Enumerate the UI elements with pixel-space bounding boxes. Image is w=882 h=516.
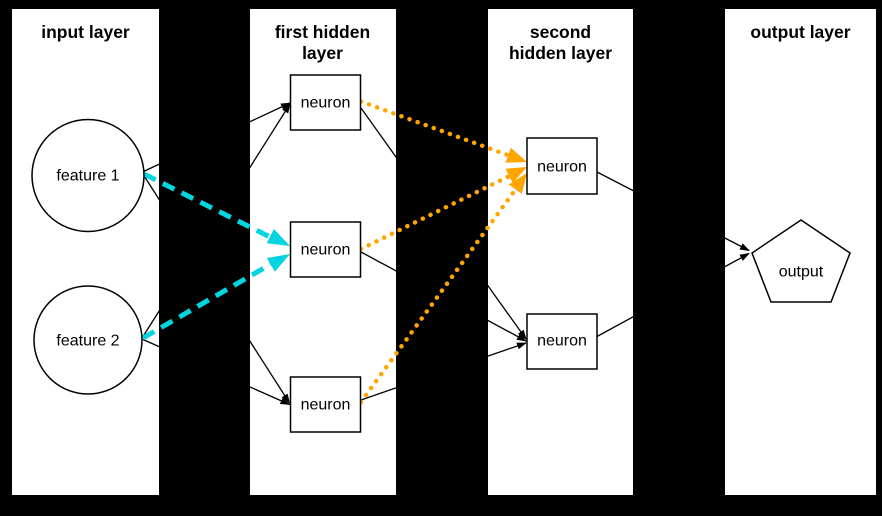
cyan-arrowhead-upper [266, 229, 290, 246]
node-feature1 [31, 118, 145, 233]
second-hidden-layer-title-line1: second [530, 22, 591, 42]
second-hidden-layer-title-line2: hidden layer [509, 43, 612, 63]
node-hidden1-top [289, 74, 362, 131]
edge-feature1-to-hidden1-top [143, 102, 291, 173]
edge-cyan-feature1-to-hidden1-middle [142, 171, 272, 240]
edge-orange-hidden1-top-to-hidden2-top [358, 99, 512, 158]
edge-orange-hidden1-bottom-to-hidden2-top [358, 187, 518, 405]
second-hidden-layer-panel [488, 9, 633, 495]
node-output-pentagon [751, 219, 851, 303]
edge-hidden1-middle-to-hidden2-bottom [360, 251, 527, 342]
cyan-arrowhead-lower [266, 254, 290, 272]
edge-orange-hidden1-middle-to-hidden2-top [358, 173, 512, 252]
node-hidden2-bottom [526, 313, 598, 370]
node-hidden2-bottom-label: neuron [537, 333, 587, 350]
output-layer-title: output layer [750, 22, 850, 42]
first-hidden-layer-title-line2: layer [302, 43, 343, 63]
orange-arrowhead-upper [505, 147, 527, 163]
edge-cyan-feature2-to-hidden1-middle [141, 261, 273, 341]
node-output-label: output [779, 264, 824, 281]
node-hidden1-middle-label: neuron [301, 242, 351, 259]
edge-hidden2-top-to-output [596, 171, 750, 252]
node-hidden1-bottom-label: neuron [301, 397, 351, 414]
edge-hidden1-top-to-hidden2-bottom [360, 107, 527, 340]
node-feature2 [33, 285, 143, 395]
node-feature2-label: feature 2 [56, 333, 119, 350]
node-hidden1-middle-highlighted [289, 221, 362, 278]
node-hidden1-top-label: neuron [301, 95, 351, 112]
edge-feature2-to-hidden1-top [142, 103, 291, 337]
node-hidden2-top-label: neuron [537, 159, 587, 176]
edge-feature2-to-hidden1-bottom [142, 338, 291, 406]
node-feature1-label: feature 1 [56, 168, 119, 185]
node-hidden2-top-highlighted [526, 137, 598, 195]
node-hidden1-bottom [289, 376, 362, 433]
orange-arrowhead-lower [508, 173, 527, 194]
edge-feature1-to-hidden1-bottom [142, 174, 291, 404]
edge-hidden1-bottom-to-hidden2-bottom [360, 342, 527, 401]
edge-hidden2-bottom-to-output [596, 252, 750, 338]
first-hidden-layer-title-line1: first hidden [275, 22, 370, 42]
input-layer-title: input layer [41, 22, 130, 42]
input-layer-panel [12, 9, 159, 495]
orange-arrowhead-middle [505, 167, 527, 183]
